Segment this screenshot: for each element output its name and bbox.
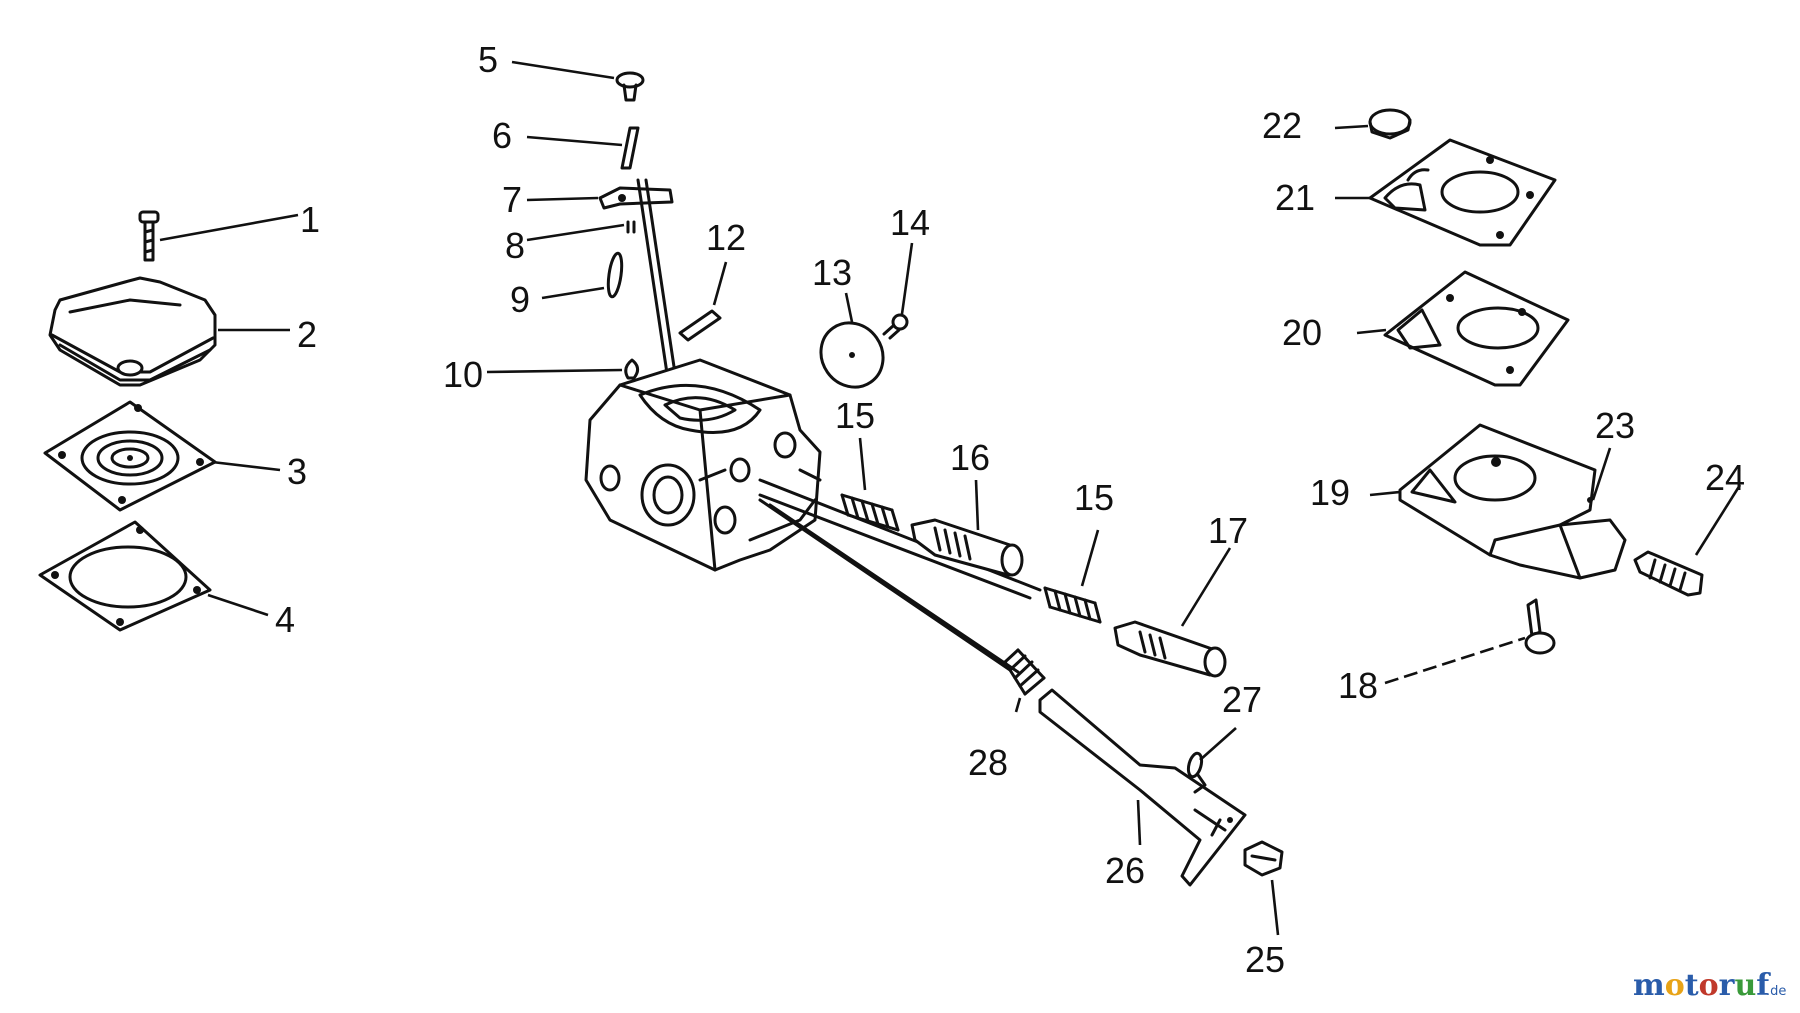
label-1: 1 bbox=[300, 199, 320, 240]
label-4: 4 bbox=[275, 599, 295, 640]
part-17-needle-low bbox=[1113, 620, 1227, 678]
label-10: 10 bbox=[443, 354, 483, 395]
label-15a: 15 bbox=[835, 395, 875, 436]
part-20-gasket bbox=[1383, 270, 1570, 387]
wm-m: m bbox=[1633, 968, 1665, 1003]
label-28: 28 bbox=[968, 742, 1008, 783]
part-labels: 1 2 3 4 5 6 7 8 9 10 12 13 14 15 16 15 1… bbox=[275, 39, 1745, 980]
label-15b: 15 bbox=[1074, 477, 1114, 518]
part-6-pin bbox=[620, 126, 640, 170]
wm-r: r bbox=[1719, 968, 1736, 1003]
wm-o2: o bbox=[1699, 968, 1719, 1003]
label-20: 20 bbox=[1282, 312, 1322, 353]
label-25: 25 bbox=[1245, 939, 1285, 980]
part-7-throttle-lever bbox=[598, 186, 674, 210]
wm-suffix: .de bbox=[1766, 984, 1786, 999]
label-7: 7 bbox=[502, 179, 522, 220]
label-22: 22 bbox=[1262, 105, 1302, 146]
label-16: 16 bbox=[950, 437, 990, 478]
part-21-gasket bbox=[1368, 138, 1557, 247]
adjust-axis-lines bbox=[758, 478, 1042, 674]
part-26-lever bbox=[1038, 688, 1247, 887]
label-2: 2 bbox=[297, 314, 317, 355]
label-6: 6 bbox=[492, 115, 512, 156]
part-2-pump-cover bbox=[48, 276, 217, 387]
part-3-diaphragm bbox=[43, 400, 217, 512]
label-13: 13 bbox=[812, 252, 852, 293]
label-9: 9 bbox=[510, 279, 530, 320]
wm-f: f bbox=[1756, 968, 1771, 1003]
part-8-clip bbox=[626, 220, 636, 234]
wm-u: u bbox=[1734, 968, 1756, 1003]
part-25-screw bbox=[1243, 840, 1284, 877]
label-21: 21 bbox=[1275, 177, 1315, 218]
label-19: 19 bbox=[1310, 472, 1350, 513]
motoruf-watermark: motoruf .de bbox=[1633, 968, 1786, 1003]
label-3: 3 bbox=[287, 451, 307, 492]
label-23: 23 bbox=[1595, 405, 1635, 446]
part-15-spring-upper bbox=[840, 493, 900, 532]
label-8: 8 bbox=[505, 225, 525, 266]
part-24-needle bbox=[1633, 550, 1704, 597]
label-18: 18 bbox=[1338, 665, 1378, 706]
part-22-filter bbox=[1368, 108, 1412, 140]
svg-text:motoruf: motoruf bbox=[1633, 968, 1771, 1003]
part-5-screw bbox=[615, 71, 645, 102]
part-4-gasket bbox=[38, 520, 212, 632]
carburetor-body bbox=[584, 358, 822, 572]
part-1-screw bbox=[138, 210, 160, 262]
part-9-o-ring bbox=[606, 251, 624, 299]
part-13-disc bbox=[819, 321, 885, 389]
part-18-screw bbox=[1524, 598, 1556, 655]
label-12: 12 bbox=[706, 217, 746, 258]
throttle-shaft bbox=[636, 178, 678, 382]
part-28-spring bbox=[1003, 648, 1046, 696]
part-12-pin bbox=[678, 309, 722, 342]
label-14: 14 bbox=[890, 202, 930, 243]
part-10-clip bbox=[624, 358, 639, 380]
leader-lines bbox=[159, 60, 1742, 936]
part-27-pin bbox=[1186, 751, 1207, 794]
label-5: 5 bbox=[478, 39, 498, 80]
wm-o1: o bbox=[1665, 968, 1685, 1003]
label-26: 26 bbox=[1105, 850, 1145, 891]
part-16-needle-high bbox=[910, 518, 1024, 577]
wm-t: t bbox=[1685, 968, 1699, 1003]
part-14-screw bbox=[882, 313, 909, 340]
label-24: 24 bbox=[1705, 457, 1745, 498]
label-27: 27 bbox=[1222, 679, 1262, 720]
part-15-spring-lower bbox=[1043, 586, 1102, 624]
part-19-pump-body bbox=[1398, 423, 1627, 580]
label-17: 17 bbox=[1208, 510, 1248, 551]
